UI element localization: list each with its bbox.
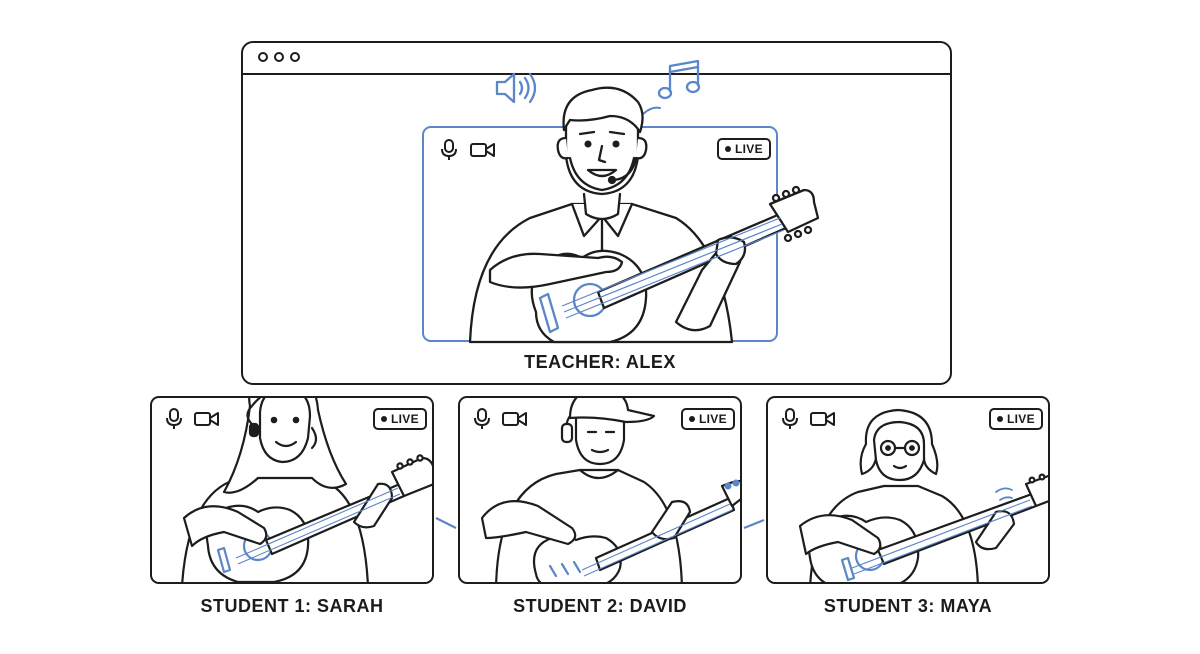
video-camera-icon[interactable] [502, 411, 528, 427]
window-dot-icon[interactable] [290, 52, 300, 62]
live-dot-icon [725, 146, 731, 152]
music-note-icon [642, 59, 701, 115]
live-badge: LIVE [717, 138, 771, 160]
live-badge-label: LIVE [699, 412, 727, 426]
microphone-icon[interactable] [166, 408, 182, 430]
live-badge-label: LIVE [1007, 412, 1035, 426]
video-camera-icon[interactable] [810, 411, 836, 427]
live-dot-icon [689, 416, 695, 422]
student-caption: STUDENT 3: MAYA [823, 596, 993, 616]
student-video-tile[interactable]: LIVE [766, 396, 1050, 584]
student-maya-illustration [798, 408, 1048, 582]
live-dot-icon [381, 416, 387, 422]
window-dot-icon[interactable] [258, 52, 268, 62]
speaker-icon [495, 72, 537, 104]
video-camera-icon[interactable] [470, 142, 496, 158]
live-badge: LIVE [373, 408, 427, 430]
microphone-icon[interactable] [474, 408, 490, 430]
window-titlebar-divider [243, 73, 950, 75]
student-david-illustration [480, 398, 740, 582]
live-badge: LIVE [989, 408, 1043, 430]
window-dot-icon[interactable] [274, 52, 284, 62]
student-sarah-illustration [181, 398, 432, 582]
microphone-icon[interactable] [782, 408, 798, 430]
live-dot-icon [997, 416, 1003, 422]
live-badge-label: LIVE [735, 142, 763, 156]
student-video-tile[interactable]: LIVE [458, 396, 742, 584]
live-badge: LIVE [681, 408, 735, 430]
microphone-icon[interactable] [441, 139, 457, 161]
student-caption: STUDENT 2: DAVID [513, 596, 687, 616]
teacher-illustration [468, 86, 820, 344]
student-caption: STUDENT 1: SARAH [200, 596, 384, 616]
teacher-caption: TEACHER: ALEX [524, 352, 676, 372]
video-camera-icon[interactable] [194, 411, 220, 427]
student-video-tile[interactable]: LIVE [150, 396, 434, 584]
live-badge-label: LIVE [391, 412, 419, 426]
